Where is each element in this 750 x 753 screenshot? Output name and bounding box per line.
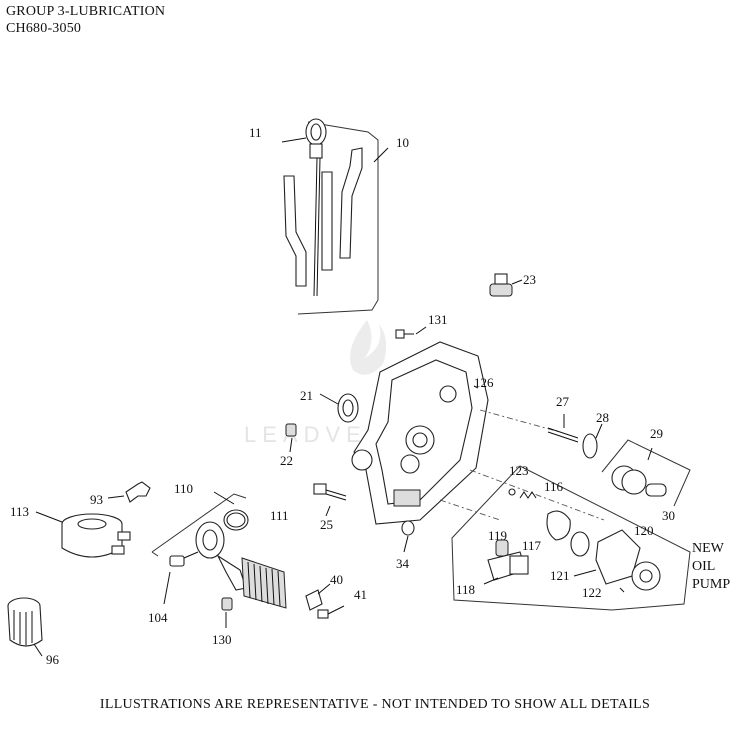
callout-96: 96 bbox=[46, 652, 60, 667]
callout-126: 126 bbox=[474, 375, 494, 390]
callout-25: 25 bbox=[320, 517, 333, 532]
oil-seal-21 bbox=[319, 393, 359, 423]
note-line-2: OIL bbox=[692, 559, 715, 574]
pump-gear-group-29 bbox=[601, 439, 691, 507]
callout-40: 40 bbox=[330, 572, 343, 587]
callout-29: 29 bbox=[650, 426, 663, 441]
callout-27: 27 bbox=[556, 394, 570, 409]
callout-119: 119 bbox=[488, 528, 507, 543]
callout-121: 121 bbox=[550, 568, 570, 583]
callout-34: 34 bbox=[396, 556, 410, 571]
callout-28: 28 bbox=[596, 410, 609, 425]
callout-117: 117 bbox=[522, 538, 542, 553]
callout-104: 104 bbox=[148, 610, 168, 625]
oil-cooler-group-110 bbox=[151, 491, 287, 628]
oil-sensor-23 bbox=[489, 273, 523, 297]
callout-41: 41 bbox=[354, 587, 367, 602]
callout-120: 120 bbox=[634, 523, 654, 538]
callout-116: 116 bbox=[544, 479, 564, 494]
callout-130: 130 bbox=[212, 632, 232, 647]
callout-22: 22 bbox=[280, 453, 293, 468]
callout-131: 131 bbox=[428, 312, 448, 327]
callout-110: 110 bbox=[174, 481, 193, 496]
disclaimer-footer: ILLUSTRATIONS ARE REPRESENTATIVE - NOT I… bbox=[99, 697, 651, 712]
model-number: CH680-3050 bbox=[6, 21, 82, 36]
callout-93: 93 bbox=[90, 492, 103, 507]
callout-11: 11 bbox=[249, 125, 262, 140]
closure-plate-126 bbox=[351, 341, 489, 525]
oil-filter-adapter-113 bbox=[35, 511, 131, 558]
washer-34 bbox=[401, 520, 415, 553]
callout-113: 113 bbox=[10, 504, 29, 519]
callout-30: 30 bbox=[662, 508, 675, 523]
callout-123: 123 bbox=[509, 463, 529, 478]
screw-131 bbox=[395, 326, 427, 339]
callout-122: 122 bbox=[582, 585, 602, 600]
diagram-title: GROUP 3-LUBRICATION bbox=[6, 4, 166, 19]
bolt-25 bbox=[313, 483, 347, 517]
watermark: LEADVENTURE bbox=[244, 320, 467, 447]
callout-21: 21 bbox=[300, 388, 313, 403]
dowel-pin-22 bbox=[285, 423, 297, 453]
callout-10: 10 bbox=[396, 135, 409, 150]
elbow-fitting-93 bbox=[107, 481, 151, 503]
note-line-3: PUMP bbox=[692, 577, 730, 592]
note-line-1: NEW bbox=[692, 541, 725, 556]
screw-41 bbox=[317, 605, 345, 619]
new-oil-pump-group bbox=[451, 465, 691, 611]
clip-40 bbox=[305, 583, 331, 611]
callout-111: 111 bbox=[270, 508, 289, 523]
oil-filter-96 bbox=[7, 597, 43, 657]
callout-118: 118 bbox=[456, 582, 475, 597]
dipstick-group bbox=[281, 118, 389, 315]
pin-27 bbox=[547, 414, 579, 443]
gear-28 bbox=[582, 423, 603, 459]
callout-23: 23 bbox=[523, 272, 536, 287]
